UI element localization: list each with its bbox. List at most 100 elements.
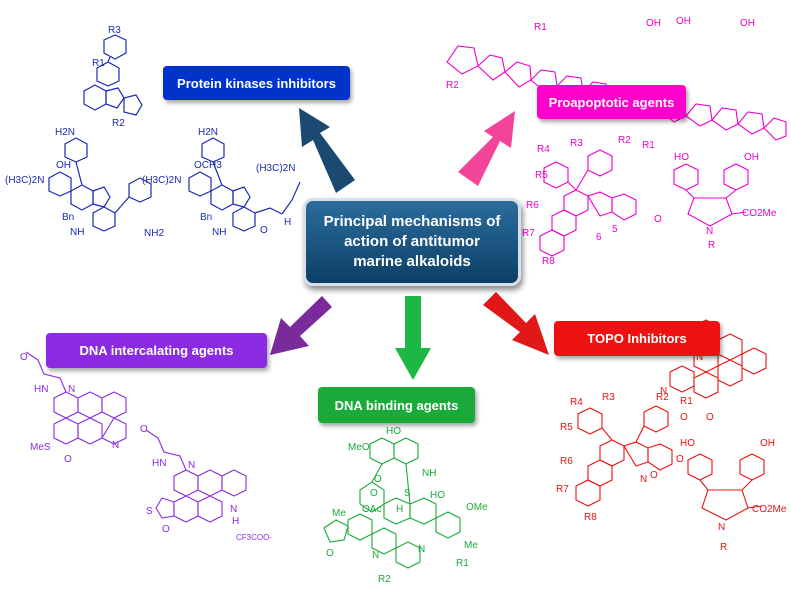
topo-b-label: R2 — [656, 392, 669, 403]
proapoptotic-b-label: R6 — [526, 200, 539, 211]
kinase-a-label: R1 — [92, 58, 105, 69]
proapoptotic-structure-c — [673, 163, 749, 227]
topo-b-label: N — [640, 474, 647, 485]
binding-label: OAc — [362, 504, 381, 515]
binding-label: MeO — [348, 442, 370, 453]
intercalating-b-label: O — [140, 424, 148, 435]
topo-b-label: R7 — [556, 484, 569, 495]
arrow-to-protein-kinases — [299, 108, 355, 193]
binding-structure — [323, 437, 461, 569]
kinase-b-label: H2N — [55, 127, 75, 138]
binding-label: S — [404, 488, 411, 499]
protein-kinases-label: Protein kinases inhibitors — [177, 75, 336, 91]
proapoptotic-a-label: OH — [646, 18, 661, 29]
intercalating-b-label: S — [146, 506, 153, 517]
kinase-structure-c — [188, 137, 301, 232]
center-title-line-2: action of antitumor — [344, 233, 480, 250]
topo-b-label: O — [650, 470, 658, 481]
binding-label: NH — [422, 468, 436, 479]
kinase-c-label: (H3C)2N — [142, 175, 181, 186]
arrow-to-dna-intercalating — [270, 296, 332, 355]
proapoptotic-b-label: R4 — [537, 144, 550, 155]
kinase-b-label: Bn — [62, 212, 74, 223]
proapoptotic-b-label: O — [654, 214, 662, 225]
binding-label: N — [418, 544, 425, 555]
proapoptotic-c-label: HO — [674, 152, 689, 163]
topo-c-label: OH — [760, 438, 775, 449]
proapoptotic-b-label: 5 — [612, 224, 618, 235]
binding-label: Me — [332, 508, 346, 519]
center-title-line-3: marine alkaloids — [353, 253, 471, 270]
proapoptotic-label: Proapoptotic agents — [548, 94, 675, 110]
proapoptotic-b-label: R1 — [642, 140, 655, 151]
topo-b-label: O — [676, 454, 684, 465]
topo-structure-c — [687, 453, 765, 521]
arrow-to-proapoptotic — [458, 111, 515, 186]
intercalating-a-label: N — [112, 440, 119, 451]
kinase-c-label: Bn — [200, 212, 212, 223]
proapoptotic-b-label: 6 — [596, 232, 602, 243]
intercalating-b-label: CF3COO- — [236, 533, 272, 542]
kinase-c-label: (H3C)2N — [256, 163, 295, 174]
center-box: Principal mechanisms of action of antitu… — [303, 198, 521, 286]
center-title-line-1: Principal mechanisms of — [323, 213, 501, 230]
proapoptotic-b-label: R5 — [535, 170, 548, 181]
topo-b-label: R8 — [584, 512, 597, 523]
binding-label: OMe — [466, 502, 488, 513]
proapoptotic-c-label: OH — [744, 152, 759, 163]
protein-kinases-box: Protein kinases inhibitors — [163, 66, 350, 100]
proapoptotic-b-label: R8 — [542, 256, 555, 267]
kinase-c-label: OCH3 — [194, 160, 222, 171]
binding-label: O — [370, 488, 378, 499]
topo-b-label: R4 — [570, 397, 583, 408]
proapoptotic-a-label: OH — [740, 18, 755, 29]
kinase-structure-a — [83, 34, 143, 116]
proapoptotic-c-label: CO2Me — [742, 208, 777, 219]
intercalating-b-label: O — [162, 524, 170, 535]
intercalating-b-label: H — [232, 516, 239, 527]
kinase-b-label: NH2 — [144, 228, 164, 239]
topo-label: TOPO Inhibitors — [587, 331, 687, 346]
intercalating-a-label: N — [68, 384, 75, 395]
intercalating-a-label: MeS — [30, 442, 51, 453]
topo-a-label: O — [680, 412, 688, 423]
binding-label: Me — [464, 540, 478, 551]
proapoptotic-a-label: R1 — [534, 22, 547, 33]
dna-binding-label: DNA binding agents — [334, 397, 459, 413]
proapoptotic-c-label: N — [706, 226, 713, 237]
topo-structure-b — [575, 405, 673, 507]
kinase-b-label: (H3C)2N — [5, 175, 44, 186]
binding-label: N — [372, 550, 379, 561]
binding-label: O — [326, 548, 334, 559]
topo-a-label: N — [660, 386, 667, 397]
proapoptotic-b-label: R7 — [522, 228, 535, 239]
intercalating-b-label: HN — [152, 458, 166, 469]
intercalating-structure-a — [25, 351, 127, 445]
intercalating-a-label: HN — [34, 384, 48, 395]
dna-intercalating-label: DNA intercalating agents — [79, 343, 234, 358]
kinase-a-label: R2 — [112, 118, 125, 129]
topo-c-label: R — [720, 542, 727, 553]
topo-c-label: CO2Me — [752, 504, 787, 515]
topo-b-label: R1 — [680, 396, 693, 407]
kinase-b-label: OH — [56, 160, 71, 171]
topo-box: TOPO Inhibitors — [554, 321, 720, 356]
proapoptotic-box: Proapoptotic agents — [537, 85, 686, 119]
intercalating-b-label: N — [188, 460, 195, 471]
proapoptotic-b-label: R2 — [618, 135, 631, 146]
topo-b-label: R5 — [560, 422, 573, 433]
topo-c-label: N — [718, 522, 725, 533]
kinase-a-label: R3 — [108, 25, 121, 36]
binding-label: HO — [430, 490, 445, 501]
topo-b-label: R6 — [560, 456, 573, 467]
binding-label: R1 — [456, 558, 469, 569]
kinase-b-label: NH — [70, 227, 84, 238]
intercalating-structure-b — [145, 429, 247, 523]
dna-intercalating-box: DNA intercalating agents — [46, 333, 267, 368]
topo-a-label: N — [696, 352, 703, 363]
kinase-c-label: H2N — [198, 127, 218, 138]
binding-label: R2 — [378, 574, 391, 585]
binding-label: H — [396, 504, 403, 515]
